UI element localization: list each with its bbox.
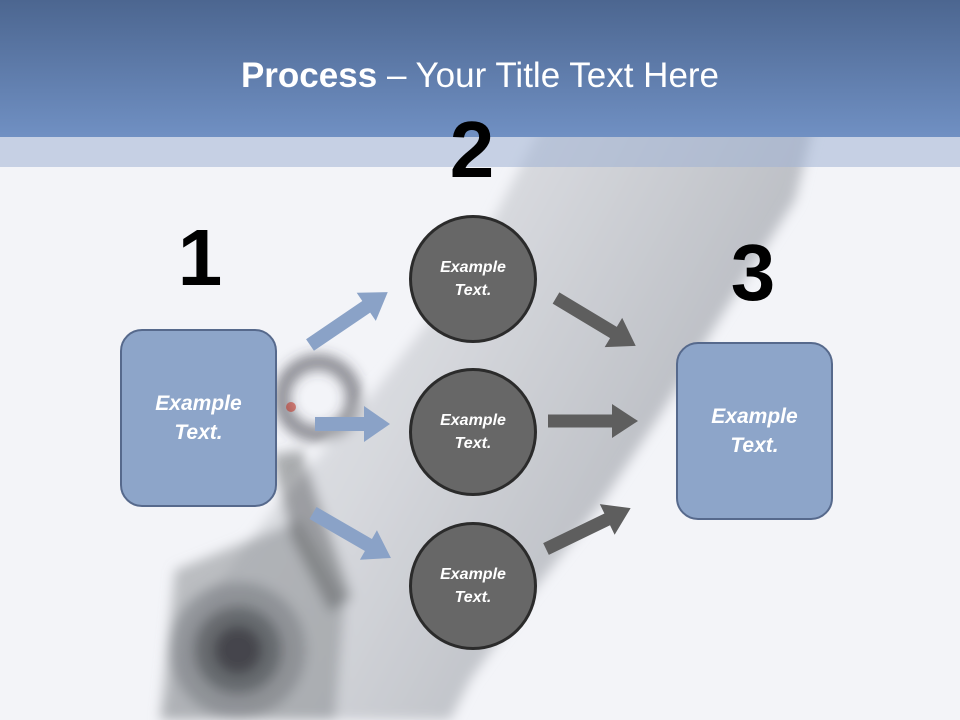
revolver-cylinder-core-shape	[214, 626, 262, 674]
step2-circle-3: Example Text.	[409, 522, 537, 650]
step-number-1: 1	[177, 213, 223, 302]
step-number-2: 2	[449, 105, 495, 194]
slide-title: Process– Your Title Text Here	[0, 58, 960, 93]
step1-box: Example Text.	[120, 329, 277, 507]
step2-circle-2: Example Text.	[409, 368, 537, 496]
revolver-hammer-ring-shape	[274, 354, 362, 442]
step1-box-text: Example Text.	[155, 392, 242, 444]
step2-circle-1: Example Text.	[409, 215, 537, 343]
step3-box-text: Example Text.	[711, 405, 798, 457]
title-bold-part: Process	[240, 56, 378, 95]
step2-circle-1-text: Example Text.	[440, 259, 506, 299]
title-rest-part: – Your Title Text Here	[386, 56, 720, 95]
revolver-red-dot-shape	[286, 402, 296, 412]
step3-box: Example Text.	[676, 342, 833, 520]
step-number-3: 3	[730, 228, 776, 317]
step2-circle-2-text: Example Text.	[440, 412, 506, 452]
title-header-bar	[0, 0, 960, 137]
step2-circle-3-text: Example Text.	[440, 566, 506, 606]
title-accent-band	[0, 137, 960, 167]
